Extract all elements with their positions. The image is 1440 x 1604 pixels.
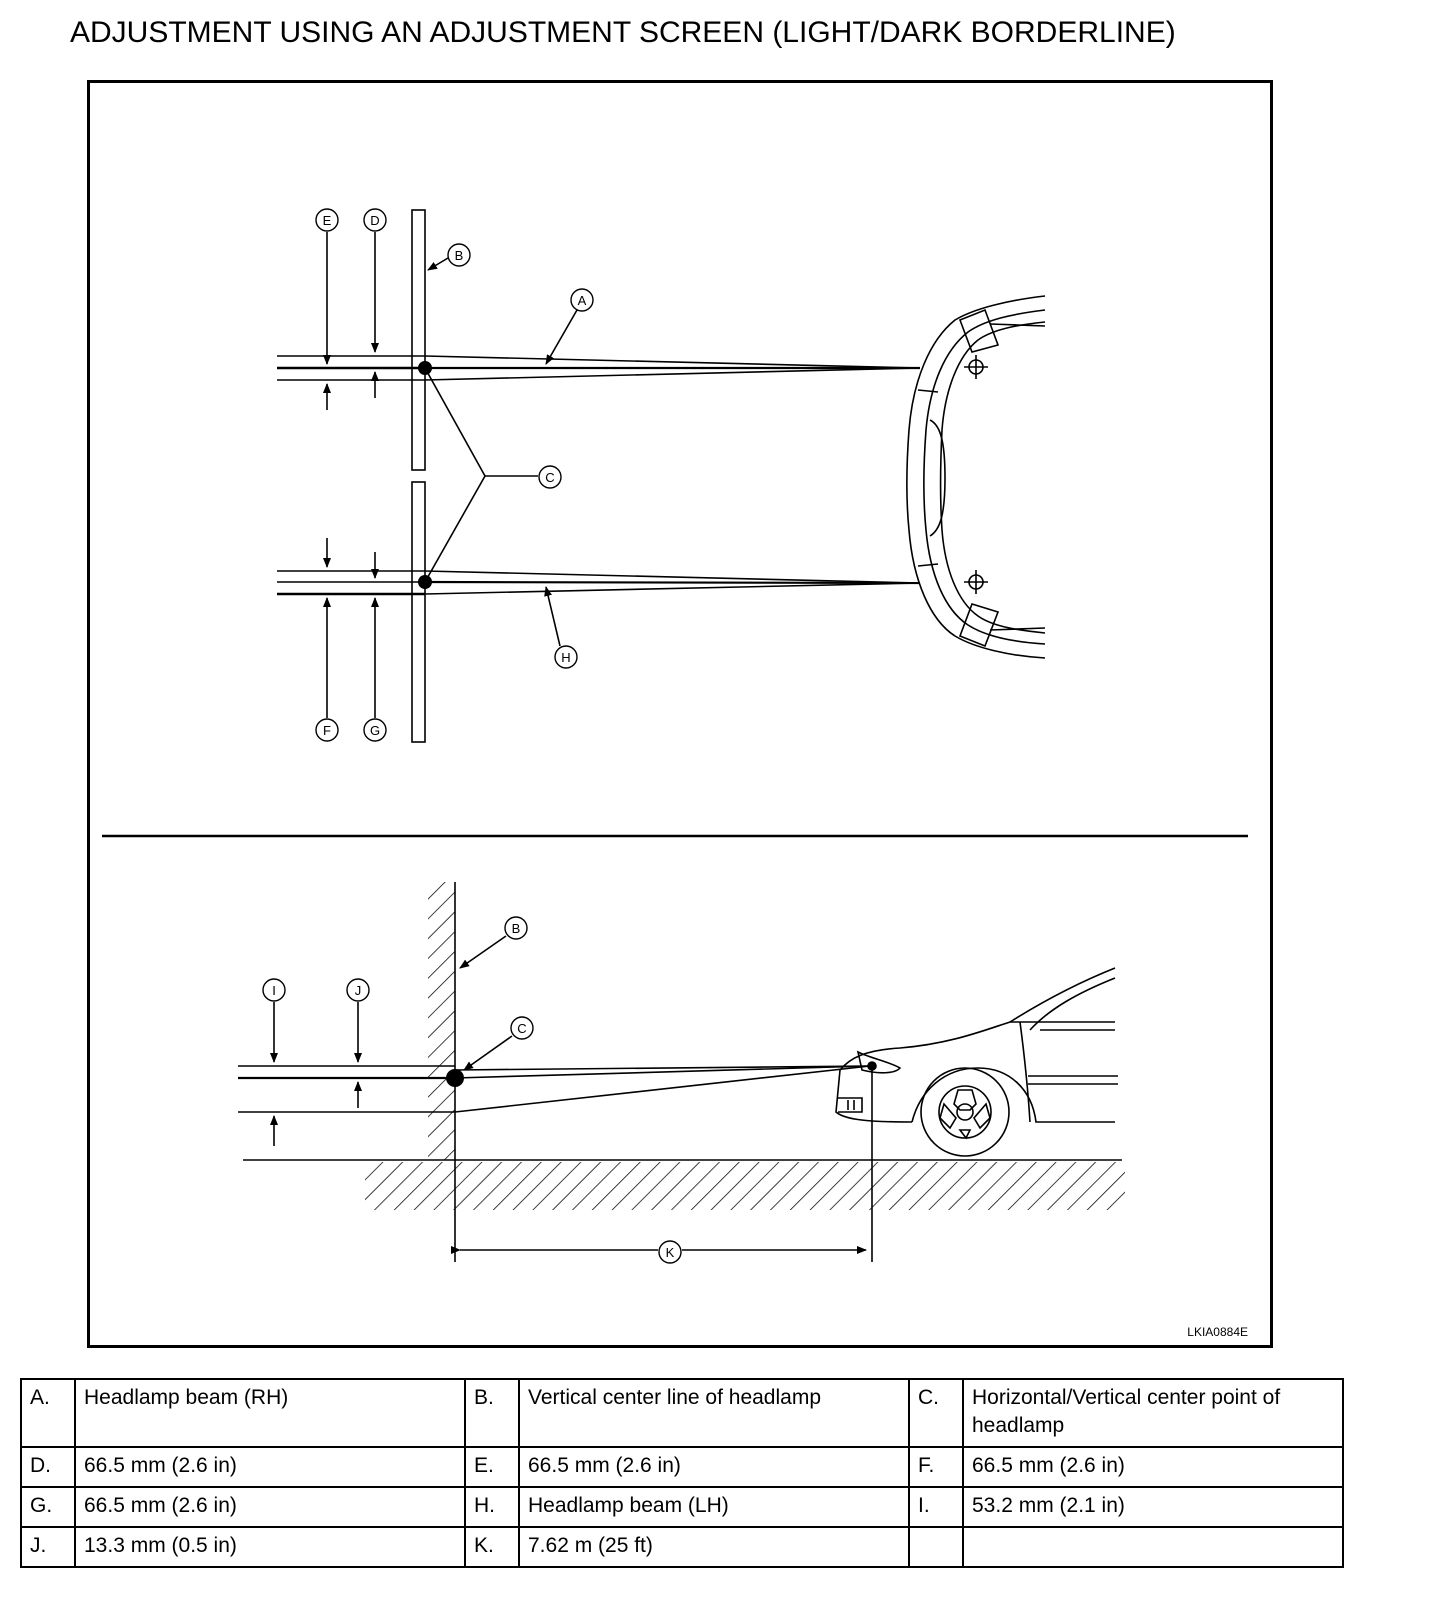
diagram-frame: E D B A C H F G B I J C K LKIA0884E bbox=[87, 80, 1273, 1348]
center-point-side bbox=[446, 1069, 464, 1087]
legend-table: A. Headlamp beam (RH) B. Vertical center… bbox=[20, 1378, 1344, 1568]
legend-value: 66.5 mm (2.6 in) bbox=[962, 1446, 1344, 1488]
legend-key: H. bbox=[464, 1486, 520, 1528]
screen-plate-lower bbox=[411, 481, 426, 743]
legend-row: G. 66.5 mm (2.6 in) H. Headlamp beam (LH… bbox=[20, 1486, 1344, 1528]
callout-i: I bbox=[272, 983, 276, 998]
callout-f: F bbox=[323, 723, 331, 738]
figure-id: LKIA0884E bbox=[1187, 1325, 1248, 1339]
legend-key: C. bbox=[908, 1378, 964, 1448]
center-point-upper bbox=[418, 361, 432, 375]
headlamp-adjustment-diagram: E D B A C H F G B I J C K bbox=[102, 208, 1248, 1264]
legend-key: J. bbox=[20, 1526, 76, 1568]
screen-plate-upper bbox=[411, 209, 426, 471]
legend-value: Vertical center line of headlamp bbox=[518, 1378, 910, 1448]
callout-b-top: B bbox=[455, 248, 464, 263]
legend-key: G. bbox=[20, 1486, 76, 1528]
car-side-view bbox=[835, 967, 1118, 1157]
legend-value: 13.3 mm (0.5 in) bbox=[74, 1526, 466, 1568]
car-front-top-view bbox=[905, 295, 1046, 659]
callout-c-side: C bbox=[517, 1021, 526, 1036]
legend-key: D. bbox=[20, 1446, 76, 1488]
callout-g: G bbox=[370, 723, 380, 738]
page-title: ADJUSTMENT USING AN ADJUSTMENT SCREEN (L… bbox=[70, 16, 1176, 49]
callout-h: H bbox=[561, 650, 570, 665]
callout-a: A bbox=[578, 293, 587, 308]
legend-value: 66.5 mm (2.6 in) bbox=[74, 1486, 466, 1528]
legend-key: E. bbox=[464, 1446, 520, 1488]
legend-value: Headlamp beam (LH) bbox=[518, 1486, 910, 1528]
legend-key: A. bbox=[20, 1378, 76, 1448]
legend-row: D. 66.5 mm (2.6 in) E. 66.5 mm (2.6 in) … bbox=[20, 1446, 1344, 1488]
legend-value: 7.62 m (25 ft) bbox=[518, 1526, 910, 1568]
legend-value bbox=[962, 1526, 1344, 1568]
legend-value: Headlamp beam (RH) bbox=[74, 1378, 466, 1448]
callout-j: J bbox=[355, 983, 362, 998]
center-point-lower bbox=[418, 575, 432, 589]
legend-key bbox=[908, 1526, 964, 1568]
legend-key: F. bbox=[908, 1446, 964, 1488]
legend-value: 66.5 mm (2.6 in) bbox=[518, 1446, 910, 1488]
legend-row: A. Headlamp beam (RH) B. Vertical center… bbox=[20, 1378, 1344, 1448]
callout-k: K bbox=[666, 1245, 675, 1260]
legend-key: B. bbox=[464, 1378, 520, 1448]
legend-row: J. 13.3 mm (0.5 in) K. 7.62 m (25 ft) bbox=[20, 1526, 1344, 1568]
legend-value: 66.5 mm (2.6 in) bbox=[74, 1446, 466, 1488]
callout-c-top: C bbox=[545, 470, 554, 485]
callout-b-side: B bbox=[512, 921, 521, 936]
callout-d: D bbox=[370, 213, 379, 228]
legend-key: I. bbox=[908, 1486, 964, 1528]
callout-e: E bbox=[323, 213, 332, 228]
legend-value: Horizontal/Vertical center point of head… bbox=[962, 1378, 1344, 1448]
legend-value: 53.2 mm (2.1 in) bbox=[962, 1486, 1344, 1528]
legend-key: K. bbox=[464, 1526, 520, 1568]
